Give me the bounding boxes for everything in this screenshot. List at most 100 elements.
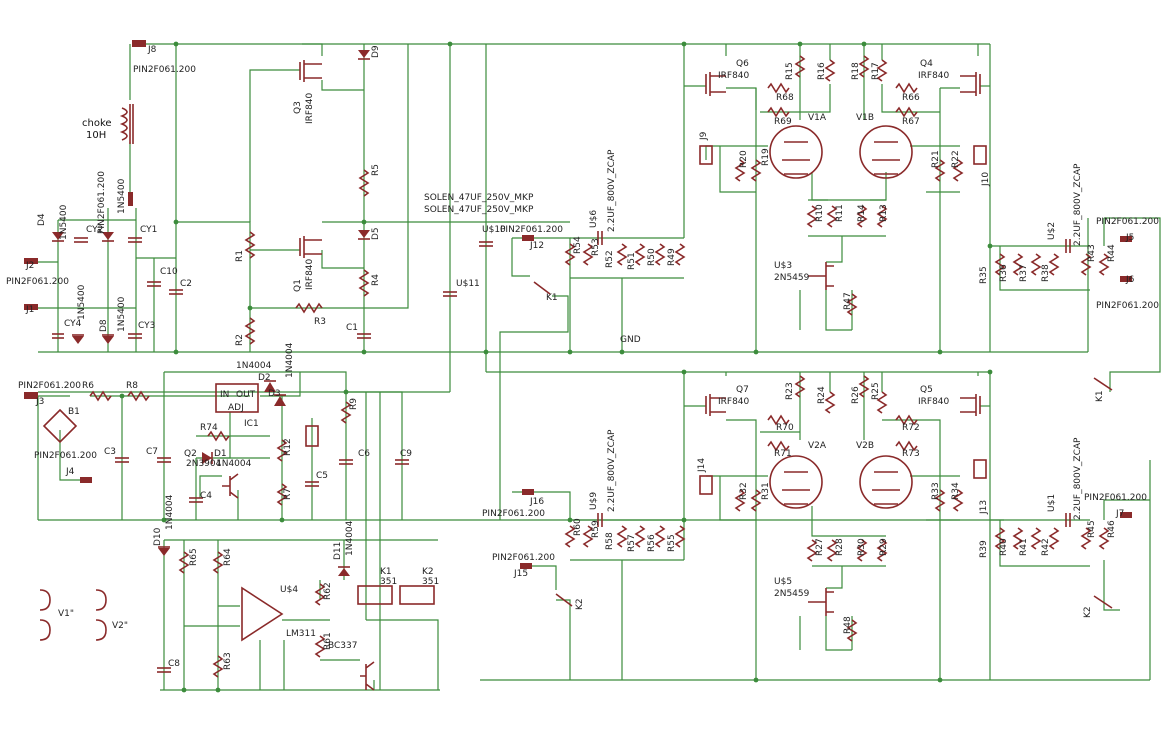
label-pin-j12: PIN2F061.200	[500, 225, 563, 235]
label-q2: Q2	[184, 449, 197, 459]
label-ic1: IC1	[244, 419, 259, 429]
label-q7-value: IRF840	[718, 397, 750, 407]
label-d4: D4	[37, 213, 47, 226]
label-gnd: GND	[620, 335, 641, 345]
label-r62: R62	[323, 582, 333, 600]
label-v2a: V2A	[808, 441, 827, 451]
label-r4: R4	[371, 274, 381, 286]
label-choke: choke	[82, 118, 112, 129]
label-r40: R40	[999, 538, 1009, 556]
label-j14: J14	[697, 458, 707, 473]
label-r36: R36	[999, 264, 1009, 282]
label-k2: K2	[422, 567, 434, 577]
label-r65: R65	[189, 548, 199, 566]
label-r1: R1	[235, 250, 245, 262]
label-r21: R21	[931, 150, 941, 168]
label-k1-relay-switch: K1	[1095, 390, 1105, 402]
label-r48: R48	[843, 616, 853, 634]
power-control-parts	[42, 281, 1113, 691]
label-v2b: V2B	[856, 441, 874, 451]
label-r38: R38	[1041, 264, 1051, 282]
label-d11: D11	[333, 542, 343, 560]
label-d9: D9	[371, 45, 381, 58]
label-d2: D2	[258, 373, 271, 383]
label-d8-value: 1N5400	[117, 296, 127, 332]
label-k1-value: 351	[380, 577, 397, 587]
label-u1: U$1	[1047, 494, 1057, 512]
label-solen-2: SOLEN_47UF_250V_MKP	[424, 205, 534, 215]
label-cy3: CY3	[138, 321, 155, 331]
label-pin-j6: PIN2F061.200	[1096, 301, 1159, 311]
label-q4: Q4	[920, 59, 933, 69]
label-solen-1: SOLEN_47UF_250V_MKP	[424, 193, 534, 203]
label-pin-j3: PIN2F061.200	[18, 381, 81, 391]
label-u6-value: 2.2UF_800V_ZCAP	[607, 149, 617, 232]
label-ic1-in: IN	[220, 390, 229, 400]
vacuum-tubes	[769, 125, 913, 509]
label-pin-j11: PIN2F061.200	[97, 171, 107, 234]
label-r69: R69	[774, 117, 792, 127]
label-r53: R53	[591, 238, 601, 256]
label-j6: J6	[1125, 275, 1135, 285]
label-d7-value: 1N5400	[77, 284, 87, 320]
label-j5: J5	[1125, 233, 1134, 243]
label-r22: R22	[951, 150, 961, 168]
label-r72: R72	[902, 423, 920, 433]
label-d10: D10	[153, 527, 163, 546]
resistors	[89, 55, 1110, 678]
label-r63: R63	[223, 652, 233, 670]
label-u5: U$5	[774, 577, 792, 587]
label-q6: Q6	[736, 59, 749, 69]
label-b1: B1	[68, 407, 80, 417]
label-r9: R9	[349, 398, 359, 410]
label-r33: R33	[931, 482, 941, 500]
label-pin-j1: PIN2F061.200	[6, 277, 69, 287]
label-r8: R8	[126, 381, 138, 391]
label-r55: R55	[667, 534, 677, 552]
label-u3: U$3	[774, 261, 792, 271]
label-r51: R51	[627, 252, 637, 270]
label-r5: R5	[371, 164, 381, 176]
jfets	[808, 262, 834, 616]
label-d6-value: 1N5400	[117, 178, 127, 214]
component-labels: J8 PIN2F061.200 choke 10H D4 1N5400 CY2 …	[6, 45, 1159, 670]
label-r7: R7	[283, 488, 293, 500]
label-d4-value: 1N5400	[59, 204, 69, 240]
label-u9: U$9	[589, 492, 599, 510]
label-d8: D8	[99, 319, 109, 332]
label-cy4: CY4	[64, 319, 82, 329]
label-r26: R26	[851, 386, 861, 404]
heater-symbols	[39, 589, 107, 641]
label-r23: R23	[785, 382, 795, 400]
label-r73: R73	[902, 449, 920, 459]
label-j8: J8	[147, 45, 157, 55]
label-d11-value: 1N4004	[345, 520, 355, 556]
label-pin-j4: PIN2F061.200	[34, 451, 97, 461]
label-r14: R14	[857, 204, 867, 222]
label-ic1-out: OUT	[236, 390, 256, 400]
label-ic1-adj: ADJ	[228, 403, 244, 413]
label-r52: R52	[605, 250, 615, 268]
label-r44: R44	[1107, 244, 1117, 262]
choke-inductor	[119, 104, 134, 144]
label-d2-value: 1N4004	[236, 361, 272, 371]
label-r64: R64	[223, 548, 233, 566]
label-q2-value: 2N3904	[186, 459, 222, 469]
label-r43: R43	[1087, 244, 1097, 262]
label-r58: R58	[605, 532, 615, 550]
label-j3: J3	[35, 397, 44, 407]
label-r20: R20	[739, 150, 749, 168]
label-r74: R74	[200, 423, 218, 433]
pin-connectors	[24, 40, 1132, 569]
label-r67: R67	[902, 117, 920, 127]
label-r32: R32	[739, 482, 749, 500]
mosfets	[299, 60, 981, 416]
label-r2: R2	[235, 334, 245, 346]
label-j2: J2	[25, 261, 34, 271]
rectifier-diodes	[52, 50, 370, 344]
label-pin-j5: PIN2F061.200	[1096, 217, 1159, 227]
label-u10: U$10	[482, 225, 506, 235]
label-r49: R49	[667, 248, 677, 266]
label-pin-j16: PIN2F061.200	[482, 509, 545, 519]
